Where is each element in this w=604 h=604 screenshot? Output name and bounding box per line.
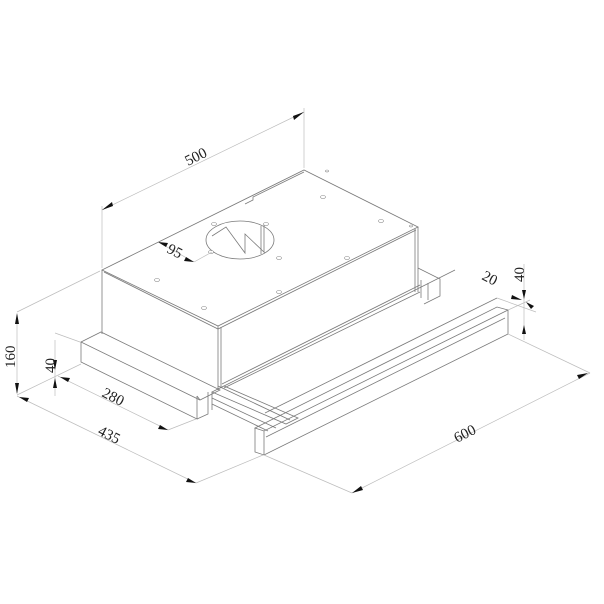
- telescopic-rail: [211, 284, 421, 432]
- dim-label-280: 280: [99, 385, 126, 409]
- dim-label-500: 500: [183, 145, 210, 169]
- dim-label-40-right: 40: [512, 267, 528, 282]
- dimension-lines: [15, 108, 591, 494]
- dim-label-435: 435: [95, 423, 122, 447]
- hood-body: [101, 169, 441, 390]
- left-side-bar: [80, 331, 221, 420]
- dim-label-160: 160: [3, 346, 19, 369]
- dim-label-40-left: 40: [43, 358, 59, 373]
- dim-label-600: 600: [452, 422, 479, 446]
- screw-holes: [154, 169, 413, 310]
- duct-opening: [205, 220, 275, 260]
- dim-label-95: 95: [164, 241, 185, 262]
- dim-label-20: 20: [479, 268, 500, 289]
